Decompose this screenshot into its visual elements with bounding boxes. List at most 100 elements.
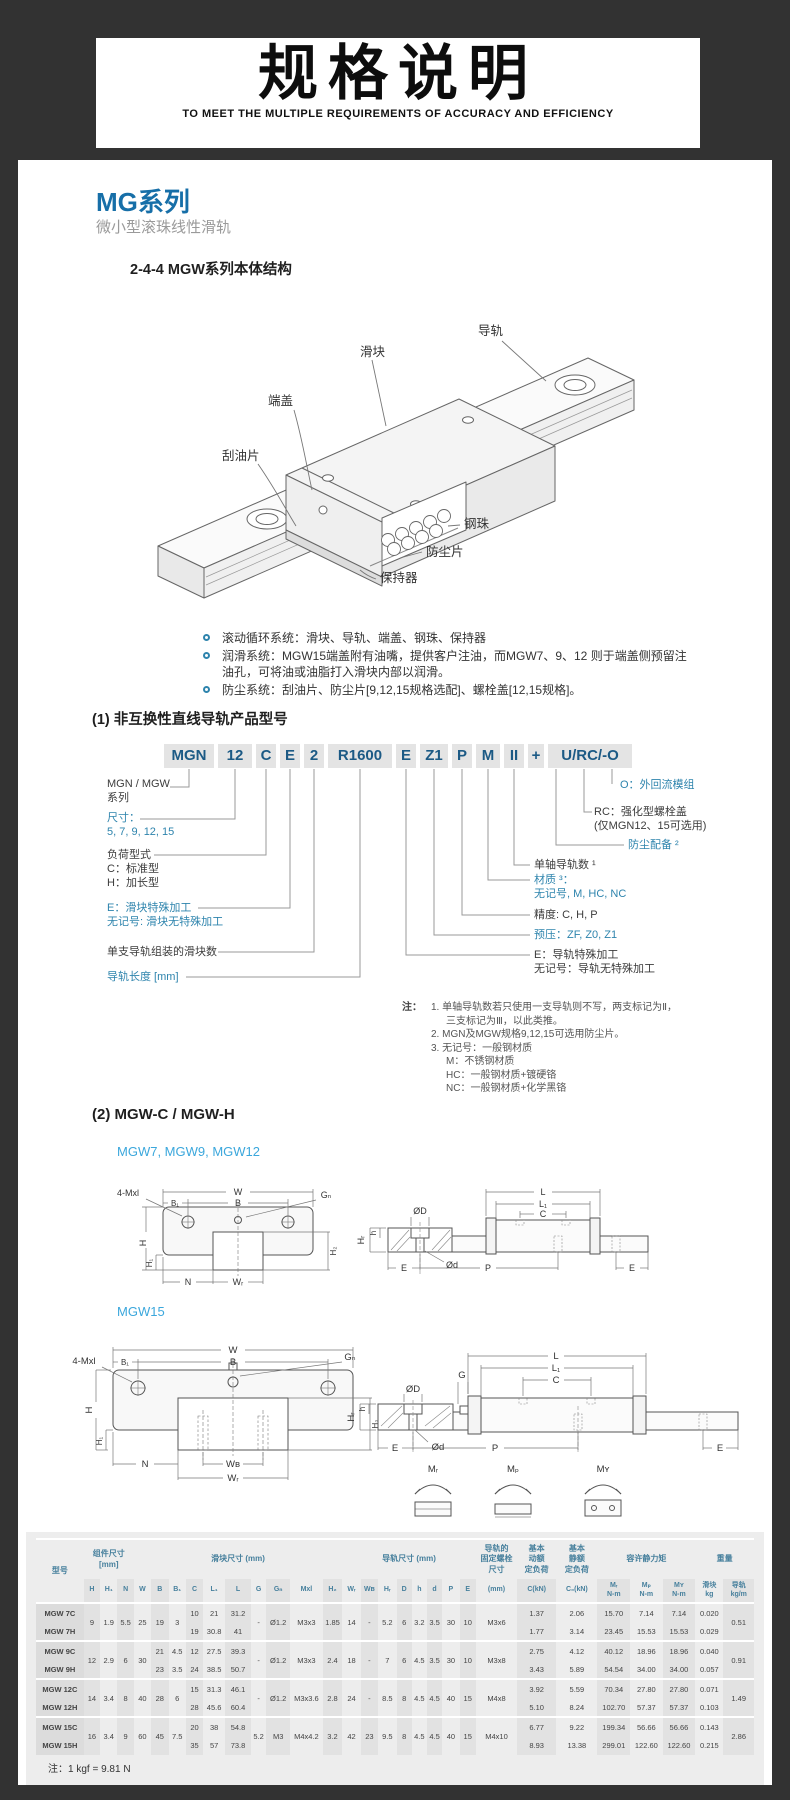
table-cell: 0.215 <box>699 1741 719 1750</box>
table-cell: 1.49 <box>723 1678 754 1717</box>
dim-label: B₁ <box>171 1199 179 1208</box>
table-header-sub: B₁ <box>168 1579 186 1604</box>
dim-label: C <box>540 1209 547 1219</box>
dim-label: Wᵣ <box>233 1277 244 1287</box>
table-header-sub: P <box>442 1579 460 1604</box>
table-cell: 0.103 <box>699 1702 719 1712</box>
table-cell: M4x10 <box>475 1716 518 1755</box>
table-cell: M3x8 <box>475 1640 518 1679</box>
table-cell: 2.06 <box>556 1602 598 1622</box>
table-cell: Ø1.2 <box>266 1602 291 1641</box>
table-cell: 4.5 <box>168 1640 186 1660</box>
dim-label: W <box>229 1345 238 1356</box>
table-cell: 60.4 <box>224 1698 252 1717</box>
dim-label: B <box>235 1198 241 1208</box>
table-cell: 5.2 <box>251 1716 267 1755</box>
table-cell: 3.2 <box>411 1602 427 1641</box>
table-cell: 3.4 <box>100 1716 118 1755</box>
table-cell: 46.1 <box>224 1678 252 1698</box>
dim-label: H <box>84 1406 95 1413</box>
table-header-sub: E <box>459 1579 476 1604</box>
dim-label: L <box>540 1187 545 1197</box>
table-header-group: 基本静额定负荷 <box>564 1543 589 1574</box>
table-cell: 28 <box>151 1678 169 1717</box>
table-header-group: 容许静力矩 <box>626 1554 667 1564</box>
dim-label: E <box>401 1263 407 1273</box>
table-cell: M4x8 <box>475 1678 518 1717</box>
banner-subtitle: TO MEET THE MULTIPLE REQUIREMENTS OF ACC… <box>182 108 614 120</box>
table-cell: 4.5 <box>426 1678 443 1717</box>
dim-label: N <box>185 1277 192 1287</box>
table-cell: 3.43 <box>517 1660 557 1679</box>
bullet-text: 滚动循环系统：滑块、导轨、端盖、钢珠、保持器 <box>222 631 487 645</box>
table-header-sub: G <box>251 1579 267 1604</box>
iso-assembly-diagram: 导轨 滑块 端盖 刮油片 钢珠 防尘片 保持器 <box>157 324 635 599</box>
table-cell: 2.9 <box>100 1640 118 1679</box>
table-header-sub: D <box>396 1579 412 1604</box>
note-line: M：不锈钢材质 <box>446 1056 515 1067</box>
table-model-cell: MGW 9H <box>36 1660 84 1679</box>
table-cell: 18 <box>342 1640 361 1679</box>
table-cell: 40 <box>133 1678 152 1717</box>
table-cell: 27.5 <box>203 1640 225 1660</box>
table-cell: 45 <box>151 1716 169 1755</box>
table-cell: 4.5 <box>426 1716 443 1755</box>
table-cell: Ø1.2 <box>266 1678 291 1717</box>
table-cell: 24 <box>185 1660 204 1679</box>
code-segment: II <box>504 744 524 768</box>
table-cell: 299.01 <box>597 1736 631 1755</box>
code-segment: C <box>256 744 276 768</box>
code-segment: MGN <box>164 744 214 768</box>
code-segment: U/RC/-O <box>548 744 632 768</box>
table-header-model: 型号 <box>36 1539 84 1604</box>
table-cell: 3.5 <box>171 1664 183 1674</box>
table-header-sub: d <box>426 1579 443 1604</box>
table-header-sub: C <box>185 1579 204 1604</box>
bullet-list: 滚动循环系统：滑块、导轨、端盖、钢珠、保持器 润滑系统：MGW15端盖附有油嘴，… <box>203 630 693 700</box>
code-segment: M <box>476 744 500 768</box>
code-segment: E <box>396 744 416 768</box>
table-cell: 5.59 <box>556 1678 598 1698</box>
table-cell: 4.12 <box>556 1640 598 1660</box>
table-cell: 38.5 <box>206 1664 222 1674</box>
table-header-group: 基本动额定负荷 <box>524 1543 549 1574</box>
table-cell: 40.12 <box>597 1640 631 1660</box>
table-cell: 3.5 <box>426 1602 443 1641</box>
table-header-sub: N <box>117 1579 134 1604</box>
dim-label: E <box>717 1443 723 1454</box>
table-footnote: 注：1 kgf = 9.81 N <box>48 1764 131 1775</box>
annotation-rc-cap: RC：强化型螺栓盖(仅MGN12、15可选用) <box>594 806 707 832</box>
table-model-cell: MGW 15C <box>36 1716 84 1736</box>
dim-label: N <box>142 1459 149 1470</box>
table-header-sub: L <box>224 1579 252 1604</box>
dim-label: C <box>553 1375 560 1386</box>
dim-label: ØD <box>406 1384 420 1395</box>
table-header-sub: H₂ <box>322 1579 343 1604</box>
table-header-group: 滑块尺寸 (mm) <box>211 1554 265 1564</box>
annotation-material: 材质 ³：无记号, M, HC, NC <box>534 874 627 900</box>
bullet-text: 润滑系统：MGW15端盖附有油嘴，提供客户注油，而MGW7、9、12 则于端盖侧… <box>222 649 687 679</box>
table-cell: 0.51 <box>723 1602 754 1641</box>
table-cell: 8 <box>117 1678 134 1717</box>
table-cell: 0.057 <box>699 1664 719 1674</box>
table-cell: 4.5 <box>411 1678 427 1717</box>
table-cell: 25 <box>133 1602 152 1641</box>
table-cell: 30 <box>442 1602 460 1641</box>
table-header-sub: (mm) <box>475 1579 518 1604</box>
table-cell: 73.8 <box>224 1736 252 1755</box>
table-cell: 15 <box>185 1678 204 1698</box>
table-cell: 31.2 <box>224 1602 252 1622</box>
table-cell: 5.2 <box>378 1602 397 1641</box>
table-cell: 54.54 <box>597 1660 631 1679</box>
dim-label: 4-Mxl <box>117 1188 139 1198</box>
iso-label-endcap: 端盖 <box>268 394 293 408</box>
dim-label: h <box>358 1407 367 1411</box>
table-cell: 56.66 <box>662 1716 696 1736</box>
table-header-sub: C(kN) <box>517 1579 557 1604</box>
table-cell: 2.75 <box>517 1640 557 1660</box>
